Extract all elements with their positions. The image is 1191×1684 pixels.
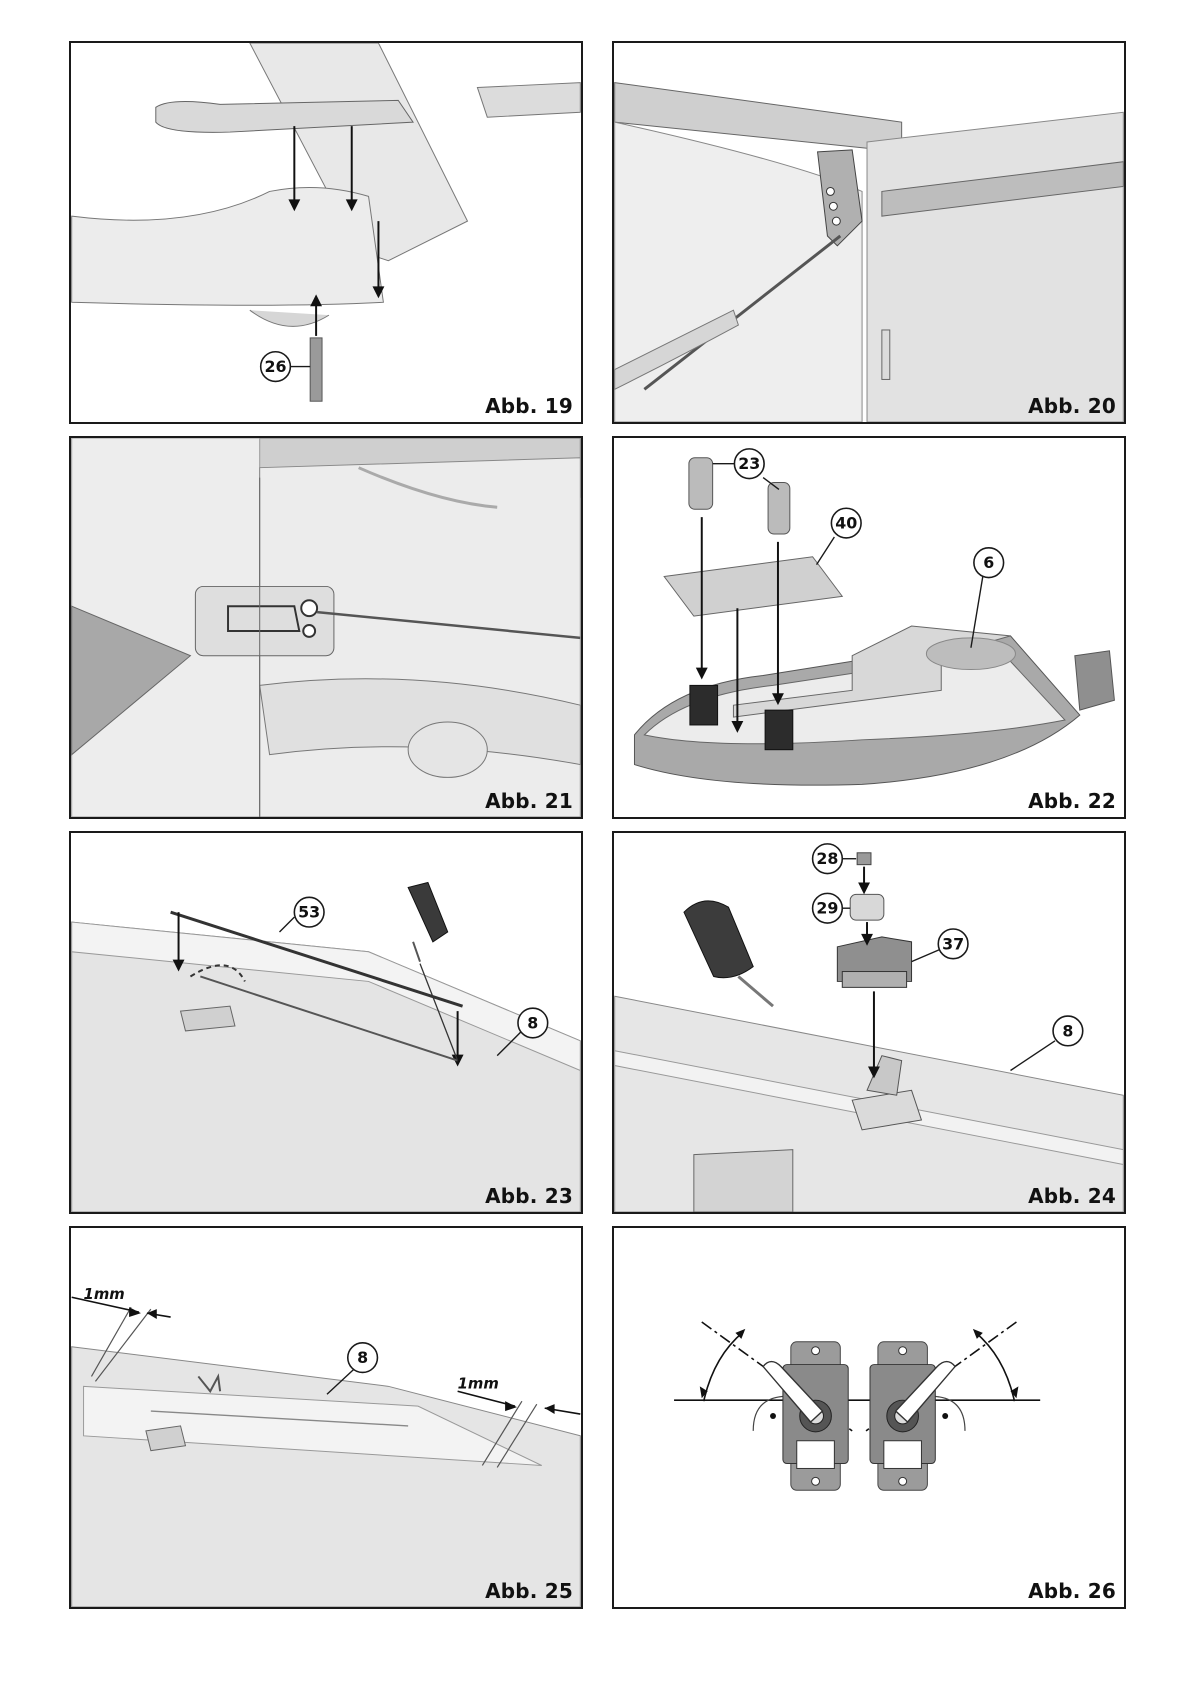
figure-label: Abb. 20	[1028, 394, 1116, 418]
figure-abb-22: 23 40 6 Abb. 22	[612, 436, 1126, 819]
rudder-horn-illustration	[71, 438, 581, 817]
callout-28: 28	[813, 844, 857, 874]
figure-label: Abb. 23	[485, 1184, 573, 1208]
figure-abb-25: 1mm 1mm 8 Abb. 25	[69, 1226, 583, 1609]
aileron-gap-illustration: 1mm 1mm 8	[71, 1228, 581, 1607]
svg-text:1mm: 1mm	[458, 1375, 499, 1392]
figure-abb-19: 26 Abb. 19	[69, 41, 583, 424]
svg-text:37: 37	[942, 934, 964, 953]
wing-spar-illustration: 53 8	[71, 833, 581, 1212]
svg-text:1mm: 1mm	[84, 1286, 125, 1303]
aileron-horn-illustration: 28 29 37 8	[614, 833, 1124, 1212]
svg-text:29: 29	[816, 899, 838, 918]
svg-text:8: 8	[527, 1013, 538, 1032]
figure-label: Abb. 25	[485, 1579, 573, 1603]
figure-label: Abb. 24	[1028, 1184, 1116, 1208]
figure-label: Abb. 22	[1028, 789, 1116, 813]
callout-26: 26	[261, 352, 310, 382]
svg-text:23: 23	[738, 454, 760, 473]
tail-assembly-illustration: 26	[71, 43, 581, 422]
svg-text:8: 8	[1062, 1021, 1073, 1040]
svg-text:40: 40	[835, 514, 857, 533]
figure-abb-20: Abb. 20	[612, 41, 1126, 424]
svg-text:6: 6	[983, 553, 994, 572]
callout-53: 53	[279, 897, 324, 932]
svg-text:26: 26	[265, 357, 287, 376]
figure-label: Abb. 26	[1028, 1579, 1116, 1603]
elevator-horn-illustration	[614, 43, 1124, 422]
figure-abb-21: Abb. 21	[69, 436, 583, 819]
callout-29: 29	[813, 893, 851, 923]
figure-abb-24: 28 29 37 8 Abb. 24	[612, 831, 1126, 1214]
figure-label: Abb. 19	[485, 394, 573, 418]
svg-text:53: 53	[298, 903, 320, 922]
figure-abb-26: Abb. 26	[612, 1226, 1126, 1609]
figure-label: Abb. 21	[485, 789, 573, 813]
svg-text:8: 8	[357, 1348, 368, 1367]
servo-arm-angle-illustration	[614, 1228, 1124, 1607]
canopy-hooks-illustration: 23 40 6	[614, 438, 1124, 817]
callout-37: 37	[912, 929, 968, 962]
callout-8: 8	[1011, 1016, 1083, 1070]
dimension-left: 1mm	[84, 1286, 125, 1303]
callout-40: 40	[817, 508, 862, 564]
figure-abb-23: 53 8 Abb. 23	[69, 831, 583, 1214]
dimension-right: 1mm	[458, 1375, 499, 1392]
callout-23: 23	[713, 449, 779, 490]
svg-text:28: 28	[816, 849, 838, 868]
